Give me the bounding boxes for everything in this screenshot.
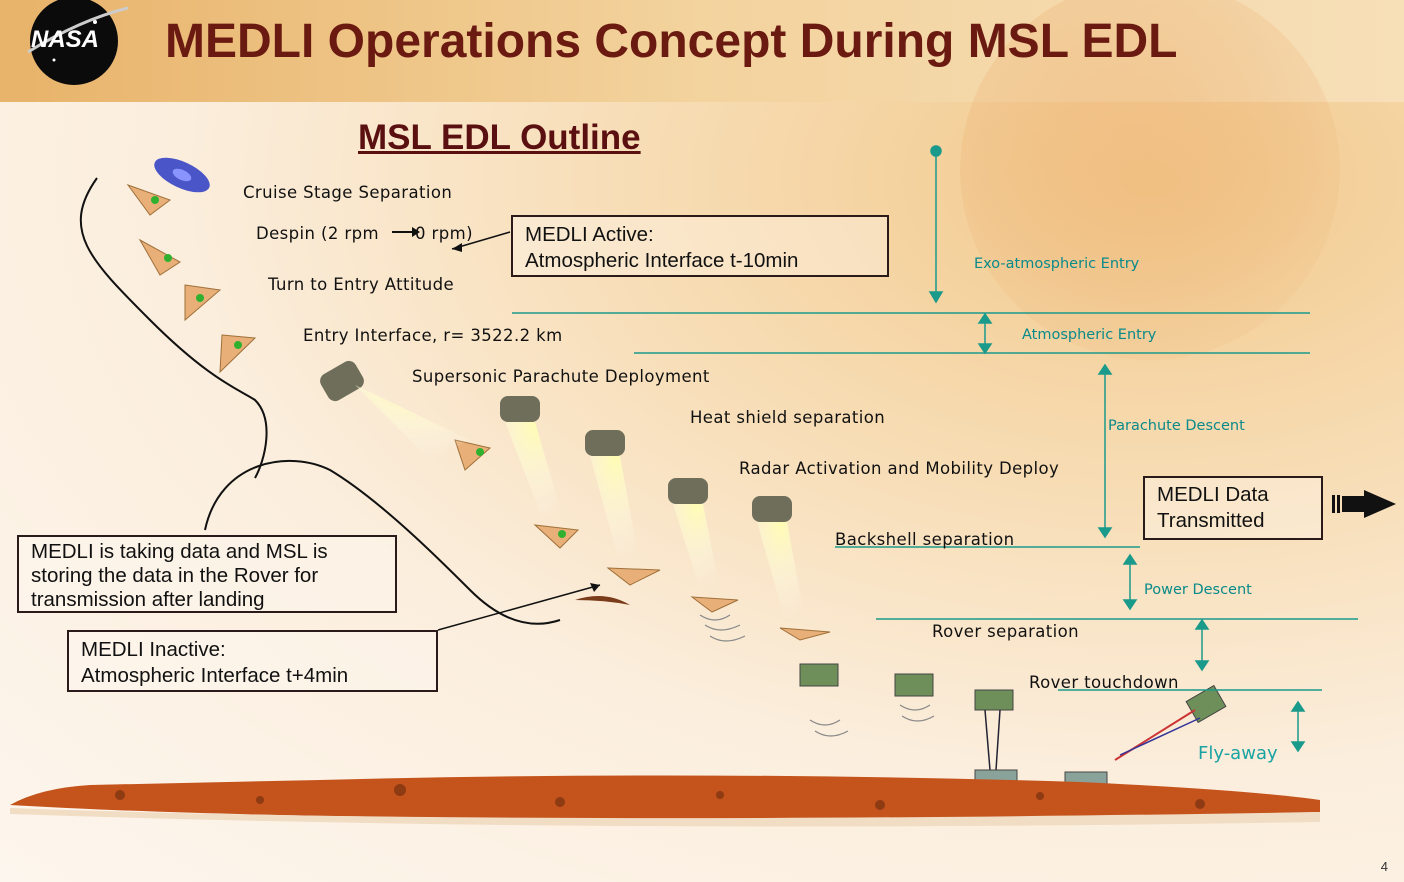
event-entry-interface: Entry Interface, r= 3522.2 km [303,326,563,345]
callout-inactive-line1: MEDLI Inactive: [81,638,226,661]
nasa-logo-icon [27,0,129,85]
phase-exo-atmospheric: Exo-atmospheric Entry [974,256,1140,272]
phase-parachute-descent: Parachute Descent [1108,418,1245,434]
callout-taking-line2: storing the data in the Rover for [31,564,319,587]
aeroshell-icons [126,183,831,641]
callout-transmitted-line1: MEDLI Data [1157,483,1269,506]
event-despin-end: 0 rpm) [415,224,473,243]
callout-taking-line3: transmission after landing [31,588,265,611]
event-backshell-sep: Backshell separation [835,530,1015,549]
trajectory-curve-lower [204,459,561,625]
nasa-logo-text: NASA [31,26,100,53]
event-parachute-deploy: Supersonic Parachute Deployment [412,367,710,386]
event-heatshield-sep: Heat shield separation [690,408,886,427]
trajectory-curve [79,177,268,479]
callout-inactive-line2: Atmospheric Interface t+4min [81,664,349,687]
page-title: MEDLI Operations Concept During MSL EDL [165,15,1178,68]
transmit-arrow-icon [1332,490,1396,518]
mars-globe [960,0,1340,360]
event-rover-sep: Rover separation [932,622,1079,641]
diagram-subtitle: MSL EDL Outline [358,118,641,157]
callout-taking-line1: MEDLI is taking data and MSL is [31,540,328,563]
event-radar-activation: Radar Activation and Mobility Deploy [739,459,1060,478]
event-despin-start: Despin (2 rpm [256,224,379,243]
callout-medli-inactive: MEDLI Inactive: Atmospheric Interface t+… [67,630,438,692]
event-flyaway: Fly-away [1198,743,1278,764]
phase-power-descent: Power Descent [1144,582,1252,598]
callout-transmitted-line2: Transmitted [1157,509,1265,532]
callout-medli-transmitted: MEDLI Data Transmitted [1143,476,1323,540]
event-turn-entry: Turn to Entry Attitude [268,275,455,294]
callout-medli-active: MEDLI Active: Atmospheric Interface t-10… [511,215,889,277]
callout-medli-taking-data: MEDLI is taking data and MSL is storing … [17,535,397,613]
callout-medli-active-line2: Atmospheric Interface t-10min [525,249,799,272]
event-rover-touchdown: Rover touchdown [1029,673,1179,692]
event-cruise-separation: Cruise Stage Separation [243,183,453,202]
mars-ground [10,775,1320,820]
phase-atmospheric-entry: Atmospheric Entry [1022,327,1157,343]
page-number: 4 [1380,859,1388,874]
callout-medli-active-line1: MEDLI Active: [525,223,654,246]
parachute-icons [320,360,805,620]
